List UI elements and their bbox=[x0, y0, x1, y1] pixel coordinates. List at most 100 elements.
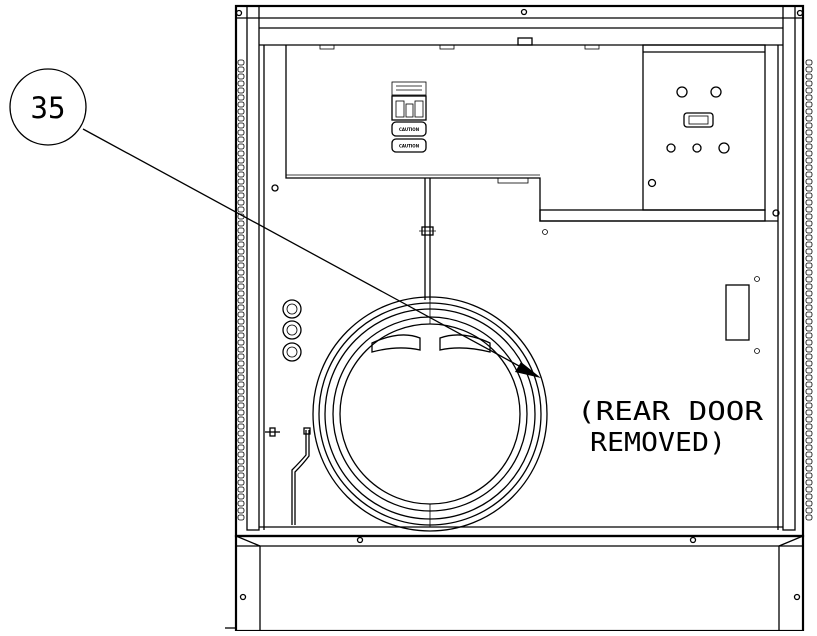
louver-slot bbox=[805, 500, 813, 507]
louver-slot bbox=[237, 381, 245, 388]
louver-slot bbox=[237, 192, 245, 199]
louver-slot bbox=[805, 388, 813, 395]
louver-slot bbox=[805, 192, 813, 199]
louver-slot bbox=[237, 514, 245, 521]
louver-slot bbox=[237, 227, 245, 234]
caution-label-bottom: CAUTION bbox=[399, 144, 419, 149]
louver-slot bbox=[237, 108, 245, 115]
louver-slot bbox=[805, 304, 813, 311]
louver-slot bbox=[805, 115, 813, 122]
louver-slot bbox=[237, 472, 245, 479]
louver-slot bbox=[805, 157, 813, 164]
louver-slot bbox=[237, 395, 245, 402]
louver-slot bbox=[237, 507, 245, 514]
panel-fasteners bbox=[271, 184, 780, 354]
louver-slot bbox=[805, 255, 813, 262]
louver-slot bbox=[237, 220, 245, 227]
louver-slot bbox=[805, 409, 813, 416]
louver-slot bbox=[805, 486, 813, 493]
louver-slot bbox=[805, 507, 813, 514]
louver-slot bbox=[237, 451, 245, 458]
louver-slot bbox=[805, 318, 813, 325]
louver-slot bbox=[805, 129, 813, 136]
louver-slot bbox=[805, 297, 813, 304]
base-skid bbox=[225, 534, 805, 633]
louver-slot bbox=[237, 346, 245, 353]
louver-slot bbox=[805, 458, 813, 465]
louver-slot bbox=[237, 493, 245, 500]
louver-slot bbox=[805, 227, 813, 234]
louver-slot bbox=[805, 73, 813, 80]
louver-slot bbox=[237, 339, 245, 346]
louver-slot bbox=[805, 87, 813, 94]
louver-slot bbox=[805, 360, 813, 367]
louver-slot bbox=[805, 108, 813, 115]
louver-slot bbox=[237, 157, 245, 164]
louver-slot bbox=[237, 332, 245, 339]
callout-bubble bbox=[9, 68, 87, 146]
louver-slot bbox=[805, 346, 813, 353]
louver-slot bbox=[805, 367, 813, 374]
louver-slot bbox=[805, 164, 813, 171]
louver-slot bbox=[805, 374, 813, 381]
louver-slot bbox=[237, 297, 245, 304]
louver-slot bbox=[805, 213, 813, 220]
louver-slot bbox=[237, 150, 245, 157]
left-louver-vents bbox=[237, 59, 245, 521]
louver-slot bbox=[237, 206, 245, 213]
louver-slot bbox=[237, 444, 245, 451]
leader-line bbox=[82, 128, 533, 374]
leader-arrowhead bbox=[515, 362, 541, 378]
louver-slot bbox=[805, 416, 813, 423]
louver-slot bbox=[237, 479, 245, 486]
louver-slot bbox=[805, 444, 813, 451]
caution-label-top: CAUTION bbox=[399, 127, 419, 132]
louver-slot bbox=[237, 388, 245, 395]
louver-slot bbox=[237, 101, 245, 108]
louver-slot bbox=[805, 185, 813, 192]
louver-slot bbox=[805, 283, 813, 290]
louver-slot bbox=[237, 262, 245, 269]
louver-slot bbox=[237, 87, 245, 94]
louver-slot bbox=[237, 304, 245, 311]
louver-slot bbox=[237, 80, 245, 87]
louver-slot bbox=[805, 423, 813, 430]
louver-slot bbox=[237, 255, 245, 262]
louver-slot bbox=[805, 248, 813, 255]
louver-slot bbox=[805, 262, 813, 269]
louver-slot bbox=[237, 430, 245, 437]
louver-slot bbox=[805, 353, 813, 360]
louver-slot bbox=[237, 290, 245, 297]
louver-slot bbox=[805, 199, 813, 206]
louver-slot bbox=[237, 73, 245, 80]
louver-slot bbox=[237, 66, 245, 73]
louver-slot bbox=[237, 164, 245, 171]
louver-slot bbox=[805, 290, 813, 297]
louver-slot bbox=[237, 360, 245, 367]
louver-slot bbox=[237, 402, 245, 409]
louver-slot bbox=[237, 248, 245, 255]
louver-slot bbox=[237, 465, 245, 472]
louver-slot bbox=[237, 234, 245, 241]
louver-slot bbox=[805, 66, 813, 73]
louver-slot bbox=[237, 486, 245, 493]
louver-slot bbox=[237, 367, 245, 374]
louver-slot bbox=[237, 283, 245, 290]
louver-slot bbox=[237, 458, 245, 465]
louver-slot bbox=[237, 500, 245, 507]
control-panel bbox=[285, 44, 778, 235]
louver-slot bbox=[805, 402, 813, 409]
warning-labels: CAUTION CAUTION bbox=[391, 81, 427, 153]
louver-slot bbox=[805, 59, 813, 66]
louver-slot bbox=[805, 241, 813, 248]
right-louver-vents bbox=[805, 59, 813, 521]
louver-slot bbox=[805, 206, 813, 213]
louver-slot bbox=[805, 150, 813, 157]
louver-slot bbox=[237, 94, 245, 101]
louver-slot bbox=[805, 395, 813, 402]
louver-slot bbox=[805, 136, 813, 143]
louver-slot bbox=[237, 178, 245, 185]
louver-slot bbox=[805, 472, 813, 479]
